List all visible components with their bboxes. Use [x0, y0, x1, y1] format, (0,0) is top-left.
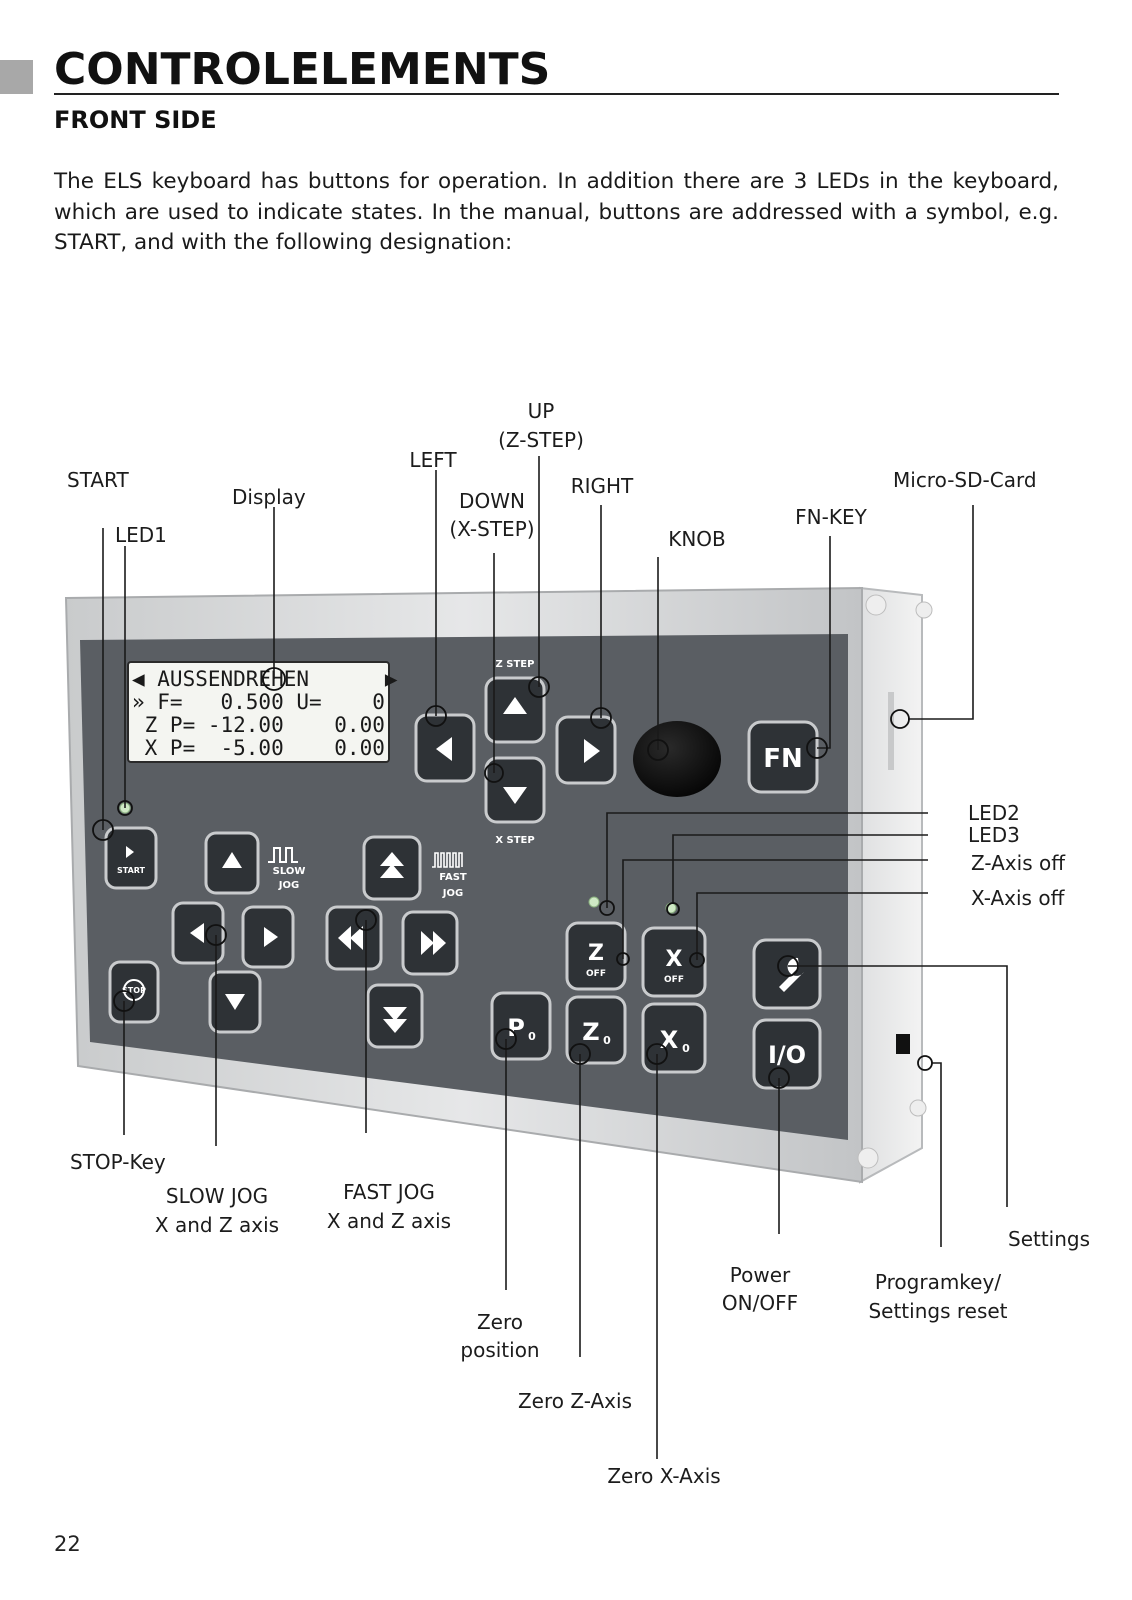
slow-jog-right-button[interactable] — [241, 905, 295, 969]
label-zero-x-axis: Zero X-Axis — [607, 1464, 720, 1488]
zero-z-axis-button[interactable]: Z 0 — [565, 995, 627, 1065]
label-knob: KNOB — [668, 527, 726, 551]
x0-sub-label: 0 — [682, 1042, 690, 1055]
zero-position-button[interactable]: P 0 — [490, 991, 552, 1061]
io-key-label: I/O — [768, 1041, 806, 1069]
z-off-sub-label: OFF — [586, 969, 606, 979]
fast-jog-down-button[interactable] — [366, 983, 424, 1049]
z-axis-off-button[interactable]: Z OFF — [565, 921, 627, 991]
label-led3: LED3 — [968, 823, 1020, 847]
fast-jog-caption-1: FAST — [439, 872, 467, 883]
device-diagram: ◀ AUSSENDREHEN ▶ » F= 0.500 U= 0 Z P= -1… — [0, 380, 1132, 1520]
fast-jog-left-button[interactable] — [325, 905, 383, 971]
start-button[interactable]: START — [104, 826, 158, 890]
lcd-display — [127, 661, 390, 763]
label-power-1: Power — [730, 1263, 791, 1287]
fast-jog-caption-2: JOG — [442, 888, 463, 899]
slow-jog-up-button[interactable] — [204, 831, 260, 895]
leader-lines — [102, 456, 1008, 1459]
label-led1: LED1 — [115, 523, 167, 547]
label-x-axis-off: X-Axis off — [971, 886, 1066, 910]
label-start: START — [67, 468, 129, 492]
fast-jog-right-button[interactable] — [401, 910, 459, 976]
right-button[interactable] — [555, 715, 617, 785]
section-marker — [0, 60, 33, 94]
label-micro-sd: Micro-SD-Card — [893, 468, 1037, 492]
label-fn-key: FN-KEY — [795, 505, 867, 529]
housing-side — [859, 586, 923, 1184]
x0-main-label: X — [660, 1026, 679, 1054]
screw — [857, 1147, 879, 1169]
section-heading: FRONT SIDE — [54, 106, 217, 134]
fn-button[interactable]: FN — [747, 720, 819, 794]
stop-button[interactable]: STOP — [108, 960, 160, 1024]
screw — [865, 594, 887, 616]
label-settings: Settings — [1008, 1227, 1090, 1251]
device-diagram-svg: ◀ AUSSENDREHEN ▶ » F= 0.500 U= 0 Z P= -1… — [64, 399, 1090, 1488]
fast-jog-pulse-icon — [432, 852, 463, 868]
settings-button[interactable] — [752, 938, 822, 1010]
x-off-sub-label: OFF — [664, 975, 684, 985]
fn-key-label: FN — [763, 744, 803, 774]
label-left: LEFT — [409, 448, 457, 472]
down-x-step-button[interactable] — [484, 756, 546, 824]
label-display: Display — [232, 485, 306, 509]
label-down: DOWN — [459, 489, 525, 513]
micro-sd-slot — [888, 692, 894, 770]
label-fast-jog-1: FAST JOG — [343, 1180, 435, 1204]
led2 — [588, 896, 600, 908]
label-power-2: ON/OFF — [722, 1291, 798, 1315]
label-slow-jog-2: X and Z axis — [155, 1213, 279, 1237]
z-off-main-label: Z — [588, 941, 604, 966]
screw — [909, 1099, 927, 1117]
slow-jog-caption-2: JOG — [278, 880, 299, 891]
label-fast-jog-2: X and Z axis — [327, 1209, 451, 1233]
label-led2: LED2 — [968, 801, 1020, 825]
p0-main-label: P — [507, 1014, 525, 1042]
screw — [915, 601, 933, 619]
left-button[interactable] — [414, 713, 476, 783]
x-step-caption: X STEP — [495, 835, 534, 846]
label-slow-jog-1: SLOW JOG — [166, 1184, 268, 1208]
label-zero-position-2: position — [460, 1338, 539, 1362]
label-zero-z-axis: Zero Z-Axis — [518, 1389, 632, 1413]
slow-jog-left-button[interactable] — [171, 901, 225, 965]
slow-jog-down-button[interactable] — [208, 970, 262, 1034]
lcd-line-1: ◀ AUSSENDREHEN ▶ — [132, 667, 398, 691]
label-up: UP — [528, 399, 555, 423]
slow-jog-caption-1: SLOW — [273, 866, 306, 877]
slow-jog-pulse-icon — [268, 847, 298, 863]
lcd-line-2: » F= 0.500 U= 0 — [132, 690, 385, 714]
label-zero-position-1: Zero — [477, 1310, 523, 1334]
label-programkey-2: Settings reset — [868, 1299, 1007, 1323]
z0-main-label: Z — [582, 1018, 599, 1046]
x-off-main-label: X — [666, 947, 683, 972]
start-key-label: START — [117, 866, 146, 875]
p0-sub-label: 0 — [528, 1030, 536, 1043]
callout-labels: UP (Z-STEP) LEFT START Display DOWN (X-S… — [67, 399, 1090, 1488]
title-rule — [54, 93, 1059, 95]
lcd-line-3: Z P= -12.00 0.00 — [132, 713, 385, 737]
label-stop-key: STOP-Key — [70, 1150, 166, 1174]
label-z-step: (Z-STEP) — [498, 428, 584, 452]
lcd-line-4: X P= -5.00 0.00 — [132, 736, 385, 760]
label-programkey-1: Programkey/ — [875, 1270, 1001, 1294]
page-title: CONTROLELEMENTS — [54, 44, 551, 95]
intro-paragraph: The ELS keyboard has buttons for operati… — [54, 169, 1059, 255]
zero-x-axis-button[interactable]: X 0 — [641, 1002, 707, 1074]
x-axis-off-button[interactable]: X OFF — [641, 926, 707, 998]
callout-circles — [92, 667, 933, 1089]
power-on-off-button[interactable]: I/O — [752, 1018, 822, 1090]
page-number: 22 — [54, 1532, 81, 1556]
program-key-button[interactable] — [896, 1034, 910, 1054]
knob[interactable] — [633, 721, 721, 797]
label-z-axis-off: Z-Axis off — [971, 851, 1066, 875]
label-x-step: (X-STEP) — [449, 517, 534, 541]
label-right: RIGHT — [571, 474, 634, 498]
up-z-step-button[interactable] — [484, 676, 546, 744]
z-step-caption: Z STEP — [496, 659, 535, 670]
stop-key-label: STOP — [122, 986, 146, 995]
z0-sub-label: 0 — [603, 1034, 611, 1047]
fast-jog-up-button[interactable] — [362, 835, 422, 901]
